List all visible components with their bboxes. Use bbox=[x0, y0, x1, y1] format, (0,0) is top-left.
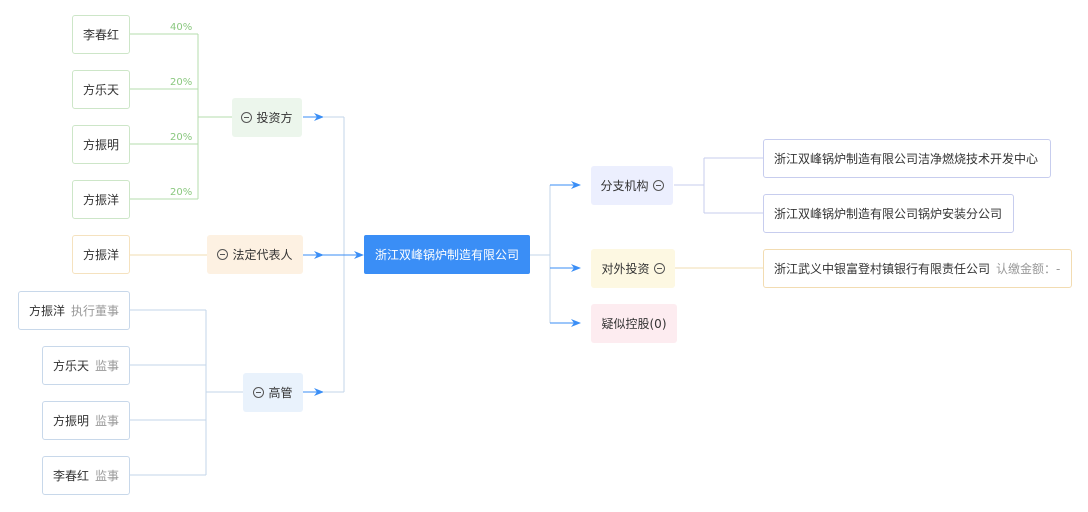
suspected-holding-label: 疑似控股(0) bbox=[601, 317, 667, 331]
branch-name: 浙江双峰锅炉制造有限公司锅炉安装分公司 bbox=[774, 207, 1003, 221]
executive-node[interactable]: 李春红监事 bbox=[42, 456, 130, 495]
executive-node[interactable]: 方振洋执行董事 bbox=[18, 291, 130, 330]
executive-name: 李春红 bbox=[52, 469, 89, 483]
center-left-connectors bbox=[302, 113, 364, 396]
legal-rep-label: 法定代表人 bbox=[232, 248, 293, 262]
collapse-icon[interactable] bbox=[653, 263, 665, 274]
stake-percent: 20% bbox=[170, 132, 193, 143]
company-name: 浙江双峰锅炉制造有限公司 bbox=[374, 248, 519, 262]
investor-connectors bbox=[130, 33, 232, 200]
executive-node[interactable]: 方振明监事 bbox=[42, 401, 130, 440]
investor-node[interactable]: 方振明 bbox=[72, 125, 130, 164]
stake-percent: 40% bbox=[170, 22, 193, 33]
investor-name: 方振洋 bbox=[82, 193, 119, 207]
branch-connectors bbox=[674, 157, 763, 214]
branch-item[interactable]: 浙江双峰锅炉制造有限公司锅炉安装分公司 bbox=[763, 194, 1014, 233]
collapse-icon[interactable] bbox=[241, 112, 253, 123]
outbound-investment-label: 对外投资 bbox=[601, 262, 650, 276]
investor-node[interactable]: 李春红 bbox=[72, 15, 130, 54]
branches-label: 分支机构 bbox=[600, 179, 649, 193]
investor-name: 方振明 bbox=[82, 138, 119, 152]
investor-name: 方乐天 bbox=[82, 83, 119, 97]
executive-node[interactable]: 方乐天监事 bbox=[42, 346, 130, 385]
legal-rep-category[interactable]: 法定代表人 bbox=[207, 235, 303, 274]
center-right-connectors bbox=[530, 181, 581, 327]
executive-name: 方乐天 bbox=[52, 359, 89, 373]
collapse-icon[interactable] bbox=[217, 249, 229, 260]
executive-role: 监事 bbox=[95, 414, 120, 428]
investment-amount-note: 认缴金额：- bbox=[996, 262, 1061, 276]
investor-name: 李春红 bbox=[82, 28, 119, 42]
branch-item[interactable]: 浙江双峰锅炉制造有限公司洁净燃烧技术开发中心 bbox=[763, 139, 1051, 178]
executives-category[interactable]: 高管 bbox=[243, 373, 303, 412]
stake-percent: 20% bbox=[170, 187, 193, 198]
executives-label: 高管 bbox=[268, 386, 293, 400]
exec-connectors bbox=[130, 309, 243, 476]
suspected-holding-category[interactable]: 疑似控股(0) bbox=[591, 304, 677, 343]
outbound-investment-item[interactable]: 浙江武义中银富登村镇银行有限责任公司认缴金额：- bbox=[763, 249, 1072, 288]
investor-node[interactable]: 方乐天 bbox=[72, 70, 130, 109]
stake-percent: 20% bbox=[170, 77, 193, 88]
branch-name: 浙江双峰锅炉制造有限公司洁净燃烧技术开发中心 bbox=[774, 152, 1039, 166]
company-center-node[interactable]: 浙江双峰锅炉制造有限公司 bbox=[364, 235, 530, 274]
collapse-icon[interactable] bbox=[253, 387, 265, 398]
outbound-investment-category[interactable]: 对外投资 bbox=[591, 249, 675, 288]
investor-node[interactable]: 方振洋 bbox=[72, 180, 130, 219]
collapse-icon[interactable] bbox=[652, 180, 664, 191]
legal-rep-node[interactable]: 方振洋 bbox=[72, 235, 130, 274]
investment-company-name: 浙江武义中银富登村镇银行有限责任公司 bbox=[774, 262, 991, 276]
executive-name: 方振明 bbox=[52, 414, 89, 428]
investors-category[interactable]: 投资方 bbox=[232, 98, 302, 137]
executive-role: 监事 bbox=[95, 469, 120, 483]
legal-rep-name: 方振洋 bbox=[82, 248, 119, 262]
investors-label: 投资方 bbox=[256, 111, 293, 125]
branches-category[interactable]: 分支机构 bbox=[591, 166, 673, 205]
executive-role: 执行董事 bbox=[71, 304, 120, 318]
executive-name: 方振洋 bbox=[28, 304, 65, 318]
executive-role: 监事 bbox=[95, 359, 120, 373]
